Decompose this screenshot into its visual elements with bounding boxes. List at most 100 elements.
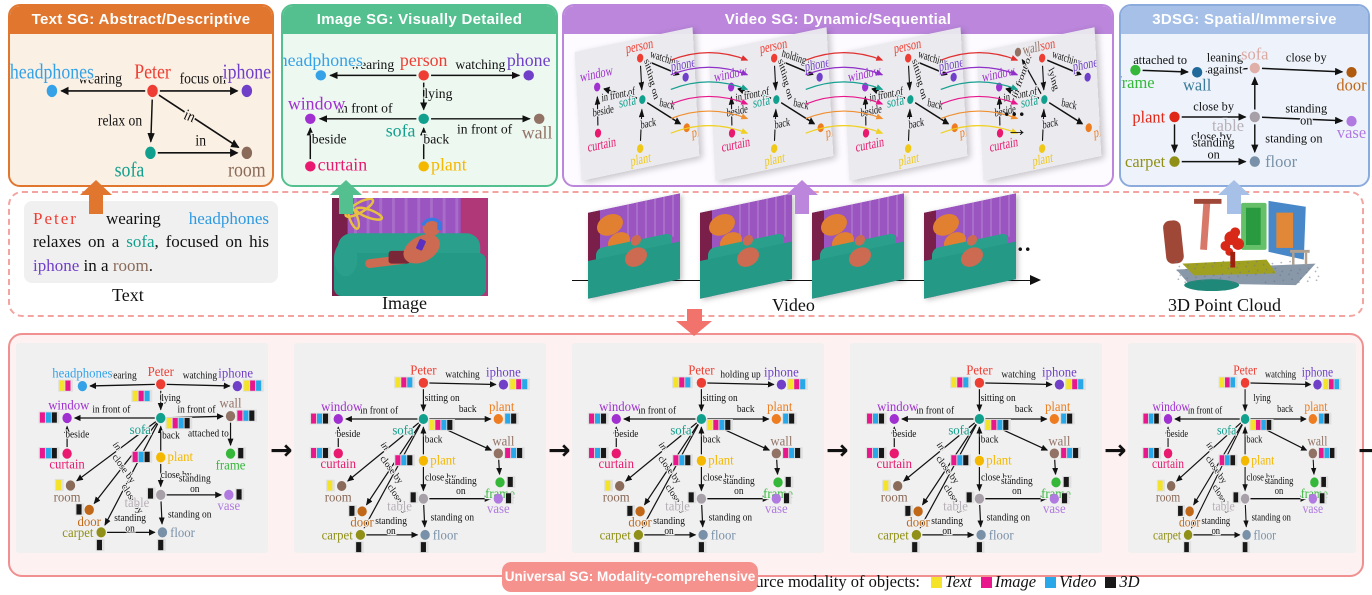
svg-text:close by: close by — [1193, 99, 1234, 113]
svg-text:in: in — [182, 106, 197, 126]
svg-text:in: in — [656, 440, 669, 453]
svg-text:attached to: attached to — [1133, 53, 1187, 67]
svg-text:curtain: curtain — [321, 456, 357, 471]
svg-text:plant: plant — [708, 452, 734, 467]
svg-text:sofa: sofa — [670, 422, 691, 437]
modalities-row: Peter wearing headphones relaxes on a so… — [8, 191, 1364, 317]
svg-text:back: back — [162, 430, 180, 442]
svg-text:door: door — [78, 513, 102, 529]
svg-text:holding up: holding up — [720, 369, 760, 380]
threedsg-title: 3DSG: Spatial/Immersive — [1121, 6, 1368, 34]
universal-sg-banner: Universal SG: Modality-comprehensive — [502, 562, 758, 592]
legend-prefix: Source modality of objects: — [738, 572, 920, 591]
svg-text:sofa: sofa — [386, 121, 416, 141]
video-frame-sample-1 — [588, 193, 680, 299]
svg-text:back: back — [425, 434, 443, 445]
svg-text:in front of: in front of — [337, 101, 393, 116]
svg-text:phone: phone — [1072, 54, 1098, 75]
svg-text:sitting on: sitting on — [642, 57, 661, 102]
sentence-token: in a — [79, 255, 113, 275]
svg-text:frame: frame — [216, 457, 246, 473]
svg-text:carpet: carpet — [62, 524, 93, 540]
svg-text:door: door — [1179, 515, 1201, 530]
svg-text:vase: vase — [217, 497, 240, 513]
sentence-token: room — [112, 255, 149, 275]
svg-text:vase: vase — [1043, 501, 1066, 516]
svg-text:close by: close by — [1286, 50, 1327, 64]
universal-sg-panel: Universal SG: Modality-comprehensive wea… — [8, 333, 1372, 592]
svg-text:floor: floor — [1265, 152, 1297, 171]
svg-text:back: back — [640, 116, 657, 132]
svg-text:wall: wall — [522, 123, 553, 143]
svg-text:Peter: Peter — [966, 362, 993, 377]
svg-text:lying: lying — [1253, 392, 1271, 403]
svg-text:back: back — [1060, 97, 1078, 113]
svg-text:wearing: wearing — [350, 57, 394, 72]
svg-text:beside: beside — [1166, 429, 1188, 440]
svg-text:window: window — [1153, 399, 1191, 414]
svg-text:in front of: in front of — [360, 405, 399, 416]
svg-text:plant: plant — [168, 449, 194, 465]
svg-text:in front of: in front of — [92, 404, 131, 416]
svg-text:floor: floor — [170, 524, 195, 540]
svg-text:back: back — [926, 97, 944, 113]
svg-text:frame: frame — [1121, 73, 1155, 92]
svg-text:window: window — [599, 399, 641, 414]
svg-text:door: door — [906, 514, 930, 529]
video-frame-thumb-svg — [700, 193, 792, 299]
svg-text:close by: close by — [981, 472, 1012, 483]
svg-text:sitting on: sitting on — [910, 57, 929, 102]
svg-text:close by: close by — [703, 472, 734, 483]
video-sg-arrow-icon: → — [1006, 116, 1028, 141]
svg-text:iphone: iphone — [1302, 365, 1334, 380]
svg-text:carpet: carpet — [1153, 528, 1182, 543]
svg-text:lying: lying — [424, 86, 452, 101]
svg-text:watching: watching — [445, 369, 479, 380]
video-frame-thumb-svg — [812, 193, 904, 299]
video-sg-panel: Video SG: Dynamic/Sequential ... → in fr… — [562, 4, 1114, 187]
svg-text:vase: vase — [487, 501, 510, 516]
continues-arrow-icon: → — [1358, 435, 1372, 466]
sentence-token: . — [148, 255, 153, 275]
text-caption: Text — [112, 285, 144, 305]
next-graph-arrow-icon: → — [548, 435, 571, 466]
svg-text:room: room — [54, 489, 81, 505]
svg-text:plant: plant — [959, 121, 967, 141]
svg-text:beside: beside — [337, 429, 361, 440]
svg-text:headphones: headphones — [283, 50, 363, 70]
svg-text:beside: beside — [592, 103, 614, 120]
sentence-token: wearing — [77, 209, 189, 228]
svg-text:back: back — [981, 434, 999, 445]
svg-text:Peter: Peter — [410, 362, 437, 377]
svg-text:sofa: sofa — [1021, 92, 1039, 112]
video-sg-title: Video SG: Dynamic/Sequential — [564, 6, 1112, 34]
svg-text:beside: beside — [860, 103, 882, 120]
image-sample — [332, 198, 488, 296]
svg-text:curtain: curtain — [855, 133, 885, 155]
svg-text:in: in — [378, 440, 391, 453]
svg-text:plant: plant — [1093, 121, 1101, 141]
svg-text:standing on: standing on — [431, 512, 475, 523]
svg-text:back: back — [1042, 116, 1059, 132]
legend-swatch-icon — [930, 577, 942, 588]
